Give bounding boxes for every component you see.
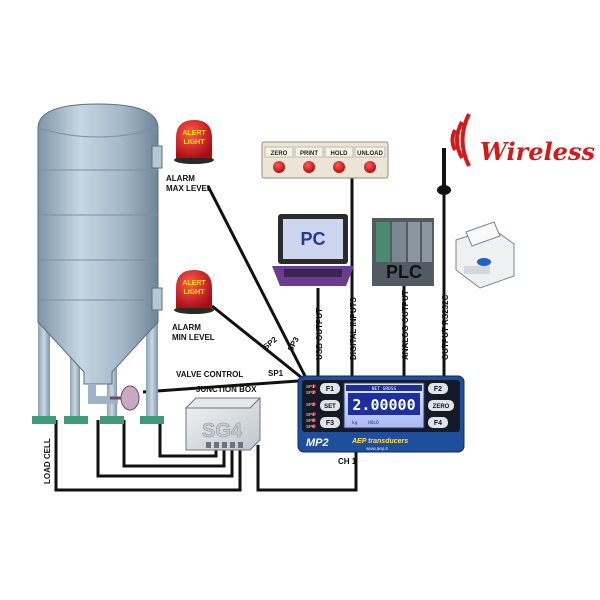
load-cell-foot bbox=[32, 416, 56, 424]
plc-unit: PLC bbox=[372, 218, 434, 286]
alarm-min-light: ALERT LIGHT bbox=[174, 270, 214, 314]
ch1-label: CH 1 bbox=[338, 457, 357, 466]
svg-text:SP3: SP3 bbox=[306, 402, 315, 407]
alarm-light-text: ALERT bbox=[182, 130, 206, 137]
key-f3[interactable]: F3 bbox=[320, 417, 340, 428]
cable-ch1 bbox=[256, 445, 358, 492]
red-button-icon bbox=[303, 161, 315, 173]
panel-button-label: HOLD bbox=[331, 151, 349, 157]
svg-text:SP1: SP1 bbox=[306, 384, 315, 389]
cable-load-cell-2 bbox=[96, 420, 234, 478]
model-label: MP2 bbox=[306, 437, 329, 449]
tank-nozzle bbox=[151, 145, 163, 169]
svg-text:SP2: SP2 bbox=[306, 390, 315, 395]
panel-button-print[interactable]: PRINT bbox=[294, 146, 324, 173]
panel-button-label: UNLOAD bbox=[357, 151, 383, 157]
cable-load-cell-4 bbox=[158, 420, 218, 458]
lcd-display: NET GROSS 2.00000 kg HOLD bbox=[343, 382, 425, 429]
panel-button-label: ZERO bbox=[271, 151, 288, 157]
sp3-label: SP3 bbox=[286, 335, 301, 353]
panel-button-label: PRINT bbox=[300, 151, 318, 157]
red-button-icon bbox=[273, 161, 285, 173]
svg-text:SP4: SP4 bbox=[306, 412, 315, 417]
svg-text:F2: F2 bbox=[434, 386, 442, 393]
rs232-output-label: OUTPUT RS232C bbox=[441, 294, 450, 360]
cables bbox=[54, 178, 446, 492]
display-hold-flag: HOLD bbox=[368, 420, 379, 426]
load-cell-foot bbox=[64, 416, 88, 424]
plc-label: PLC bbox=[386, 262, 422, 282]
display-unit: kg bbox=[352, 420, 358, 426]
tank-leg bbox=[70, 320, 80, 420]
tank-leg bbox=[38, 320, 50, 420]
cable-load-cell-3 bbox=[122, 420, 226, 468]
button-panel: ZERO PRINT HOLD UNLOAD bbox=[261, 141, 389, 179]
load-cell-label: LOAD CELL bbox=[43, 438, 52, 484]
outlet-pipe bbox=[88, 384, 118, 404]
red-button-icon bbox=[364, 161, 376, 173]
alarm-max-label: MAX LEVEL bbox=[166, 184, 212, 193]
svg-text:F4: F4 bbox=[434, 420, 442, 427]
wireless-label: Wireless bbox=[480, 137, 595, 166]
sg4-logo: SG4 bbox=[202, 420, 243, 442]
load-cell-foot bbox=[140, 416, 164, 424]
website-label: www.aep.it bbox=[366, 446, 389, 451]
alarm-min-label: ALARM bbox=[172, 323, 201, 332]
cable-alarm-min bbox=[211, 304, 303, 380]
printer-icon bbox=[455, 221, 515, 289]
svg-text:ZERO: ZERO bbox=[433, 404, 450, 410]
alarm-light-text: LIGHT bbox=[184, 289, 206, 296]
panel-button-unload[interactable]: UNLOAD bbox=[354, 146, 386, 173]
digital-inputs-label: DIGITAL INPUTS bbox=[349, 297, 358, 360]
panel-button-hold[interactable]: HOLD bbox=[324, 146, 354, 173]
cable-glands bbox=[206, 442, 243, 448]
key-f2[interactable]: F2 bbox=[428, 383, 448, 394]
alarm-max-label: ALARM bbox=[166, 174, 195, 183]
usb-output-label: USB OUTPUT bbox=[315, 308, 324, 360]
tank-nozzle bbox=[151, 287, 163, 311]
tank-leg bbox=[146, 320, 158, 420]
sp1-label: SP1 bbox=[268, 369, 284, 378]
junction-box: SG4 bbox=[184, 397, 262, 451]
alarm-light-text: LIGHT bbox=[184, 139, 206, 146]
svg-text:F1: F1 bbox=[326, 386, 334, 393]
cable-valve bbox=[142, 379, 299, 394]
svg-text:SET: SET bbox=[324, 404, 336, 410]
svg-text:F3: F3 bbox=[326, 420, 334, 427]
silo-tank bbox=[32, 103, 164, 424]
load-cell-foot bbox=[100, 416, 124, 424]
setpoint-leds: SP1 SP2 SP3 SP4 SP5 SP6 bbox=[306, 384, 316, 429]
key-f1[interactable]: F1 bbox=[320, 383, 340, 394]
laptop-pc: PC bbox=[272, 214, 354, 286]
pc-label: PC bbox=[300, 229, 325, 249]
alarm-max-light: ALERT LIGHT bbox=[174, 120, 214, 164]
display-top-text: NET GROSS bbox=[372, 386, 397, 392]
red-button-icon bbox=[333, 161, 345, 173]
cable-load-cell-1 bbox=[54, 420, 242, 492]
key-set[interactable]: SET bbox=[320, 400, 340, 411]
antenna-icon bbox=[437, 148, 451, 195]
panel-button-zero[interactable]: ZERO bbox=[264, 146, 294, 173]
alarm-light-text: ALERT bbox=[182, 280, 206, 287]
key-zero[interactable]: ZERO bbox=[428, 400, 454, 411]
analog-output-label: ANALOG OUTPUT bbox=[401, 290, 410, 360]
svg-text:SP6: SP6 bbox=[306, 424, 315, 429]
valve-control-label: VALVE CONTROL bbox=[176, 370, 243, 379]
wireless-signal-icon bbox=[450, 113, 471, 167]
display-weight-value: 2.00000 bbox=[352, 396, 415, 414]
tank-body bbox=[37, 103, 159, 385]
alarm-min-label: MIN LEVEL bbox=[172, 333, 215, 342]
key-f4[interactable]: F4 bbox=[428, 417, 448, 428]
sp2-label: SP2 bbox=[262, 335, 280, 352]
valve bbox=[120, 385, 140, 411]
svg-text:SP5: SP5 bbox=[306, 418, 315, 423]
junction-box-label: JUNCTION BOX bbox=[196, 385, 257, 394]
weight-indicator: SP1 SP2 SP3 SP4 SP5 SP6 F1 SET F3 bbox=[297, 375, 465, 453]
cable-alarm-max bbox=[206, 185, 308, 379]
brand-label: AEP transducers bbox=[351, 438, 408, 445]
tank-seams bbox=[37, 127, 159, 301]
